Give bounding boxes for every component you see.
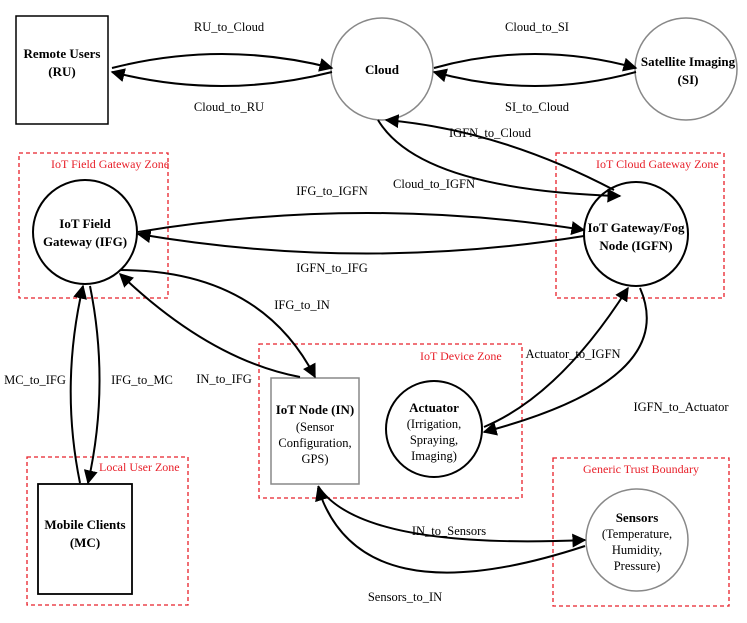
edge-label-mc-to-ifg: MC_to_IFG	[4, 373, 66, 387]
edge-label-ru-to-cloud: RU_to_Cloud	[194, 20, 265, 34]
edge-label-actuator-to-igfn: Actuator_to_IGFN	[525, 347, 620, 361]
node-cloud: Cloud	[330, 17, 434, 121]
node-sensors-sub1: (Temperature,	[602, 527, 672, 541]
edge-label-ifg-to-igfn: IFG_to_IGFN	[296, 184, 368, 198]
node-actuator-sub1: (Irrigation,	[407, 417, 462, 431]
node-sensors-title: Sensors	[616, 510, 659, 525]
edge-label-ifg-to-in: IFG_to_IN	[274, 298, 330, 312]
node-iot-node-sub1: (Sensor	[296, 420, 335, 434]
node-iot-node-title: IoT Node (IN)	[276, 402, 355, 417]
node-mobile-clients-abbrev: (MC)	[70, 535, 100, 550]
node-iot-node-sub2: Configuration,	[278, 436, 351, 450]
edge-label-in-to-sensors: IN_to_Sensors	[412, 524, 486, 538]
edge-in-sensors: IN_to_Sensors Sensors_to_IN	[315, 485, 587, 604]
node-mobile-clients: Mobile Clients (MC)	[37, 483, 133, 595]
edge-label-igfn-to-actuator: IGFN_to_Actuator	[633, 400, 729, 414]
node-satellite-imaging-abbrev: (SI)	[678, 72, 699, 87]
zone-local-user-label: Local User Zone	[99, 460, 180, 474]
node-ifg-title: IoT Field	[59, 216, 111, 231]
node-actuator-sub2: Spraying,	[410, 433, 458, 447]
edge-actuator-igfn: Actuator_to_IGFN IGFN_to_Actuator	[482, 286, 729, 436]
node-igfn-abbrev: Node (IGFN)	[599, 238, 672, 253]
zone-local-user: Local User Zone	[26, 456, 189, 606]
edge-label-igfn-to-ifg: IGFN_to_IFG	[296, 261, 368, 275]
node-satellite-imaging-title: Satellite Imaging	[641, 54, 736, 69]
node-sensors: Sensors (Temperature, Humidity, Pressure…	[585, 488, 689, 592]
edge-label-in-to-ifg: IN_to_IFG	[196, 372, 252, 386]
edge-ifg-igfn: IFG_to_IGFN IGFN_to_IFG	[136, 184, 586, 275]
zone-field-gateway: IoT Field Gateway Zone	[18, 152, 169, 299]
edge-label-cloud-to-si: Cloud_to_SI	[505, 20, 569, 34]
edge-label-igfn-to-cloud: IGFN_to_Cloud	[449, 126, 532, 140]
node-igfn-title: IoT Gateway/Fog	[588, 220, 685, 235]
node-remote-users-title: Remote Users	[24, 46, 101, 61]
edge-label-cloud-to-igfn: Cloud_to_IGFN	[393, 177, 475, 191]
node-satellite-imaging: Satellite Imaging (SI)	[634, 17, 738, 121]
zone-cloud-gateway-label: IoT Cloud Gateway Zone	[596, 157, 719, 171]
edge-label-sensors-to-in: Sensors_to_IN	[368, 590, 442, 604]
node-mobile-clients-title: Mobile Clients	[44, 517, 125, 532]
zone-generic-trust-label: Generic Trust Boundary	[583, 462, 699, 476]
edge-ifg-in: IFG_to_IN IN_to_IFG	[118, 269, 330, 386]
edge-cloud-igfn: IGFN_to_Cloud Cloud_to_IGFN	[377, 114, 622, 203]
node-remote-users: Remote Users (RU)	[15, 15, 109, 125]
zone-generic-trust: Generic Trust Boundary	[552, 457, 730, 607]
edge-label-ifg-to-mc: IFG_to_MC	[111, 373, 173, 387]
node-actuator-title: Actuator	[409, 400, 459, 415]
node-iot-gateway-fog: IoT Gateway/Fog Node (IGFN)	[583, 181, 689, 287]
edge-mc-ifg: MC_to_IFG IFG_to_MC	[4, 284, 173, 485]
zone-device-label: IoT Device Zone	[420, 349, 502, 363]
zone-field-gateway-label: IoT Field Gateway Zone	[51, 157, 169, 171]
edge-ru-cloud: RU_to_Cloud Cloud_to_RU	[110, 20, 334, 114]
edge-label-si-to-cloud: SI_to_Cloud	[505, 100, 570, 114]
node-cloud-title: Cloud	[365, 62, 400, 77]
node-actuator: Actuator (Irrigation, Spraying, Imaging)	[385, 380, 483, 478]
node-sensors-sub2: Humidity,	[612, 543, 662, 557]
node-iot-node: IoT Node (IN) (Sensor Configuration, GPS…	[270, 377, 360, 485]
edge-cloud-si: Cloud_to_SI SI_to_Cloud	[432, 20, 638, 114]
node-ifg-abbrev: Gateway (IFG)	[43, 234, 127, 249]
node-iot-node-sub3: GPS)	[301, 452, 328, 466]
node-actuator-sub3: Imaging)	[411, 449, 457, 463]
edge-label-cloud-to-ru: Cloud_to_RU	[194, 100, 264, 114]
node-sensors-sub3: Pressure)	[614, 559, 661, 573]
node-iot-field-gateway: IoT Field Gateway (IFG)	[32, 179, 138, 285]
node-remote-users-abbrev: (RU)	[48, 64, 75, 79]
